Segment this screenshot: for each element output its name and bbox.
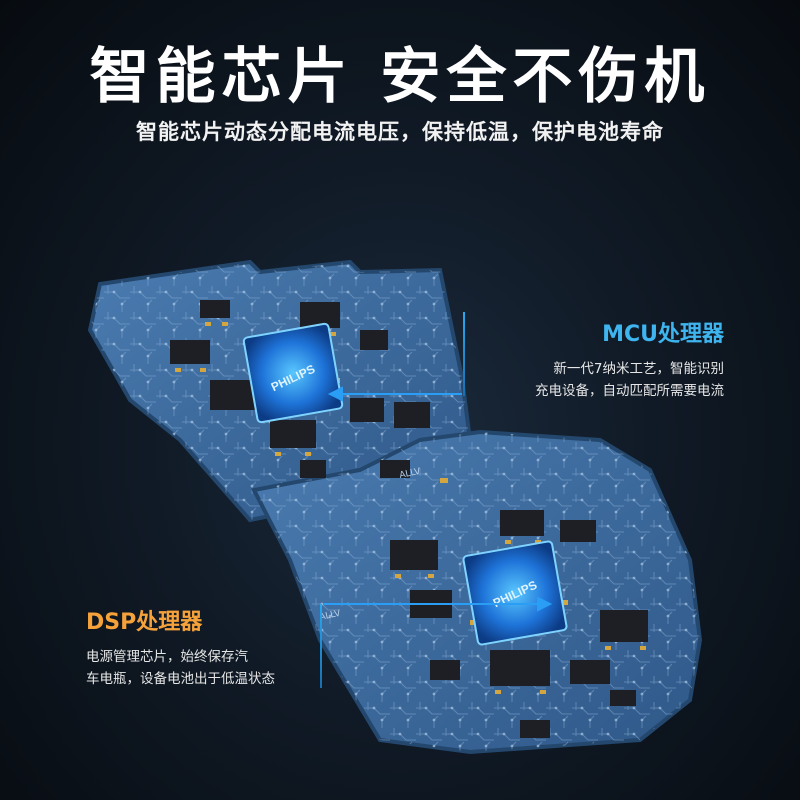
page-subtitle: 智能芯片动态分配电流电压，保持低温，保护电池寿命 — [136, 120, 664, 144]
dsp-pointer-arrow — [324, 596, 553, 612]
dsp-callout: DSP处理器 电源管理芯片，始终保存汽 车电瓶，设备电池出于低温状态 — [86, 604, 326, 690]
dsp-title: DSP处理器 — [86, 610, 203, 635]
mcu-callout: MCU处理器 新一代7纳米工艺，智能识别 充电设备，自动匹配所需要电流 — [0, 316, 724, 402]
mcu-desc-line1: 新一代7纳米工艺，智能识别 — [553, 361, 724, 377]
upper-chip: PHILIPS — [242, 322, 344, 424]
board-marking: ALLV — [399, 467, 423, 481]
dsp-desc-line2: 车电瓶，设备电池出于低温状态 — [86, 671, 275, 687]
mcu-callout-line — [463, 312, 465, 396]
mcu-pointer-arrow — [327, 386, 462, 402]
board-marking-2: ALLV — [319, 609, 343, 623]
dsp-callout-line — [320, 604, 322, 688]
lower-chip: PHILIPS — [462, 540, 568, 646]
dsp-desc-line1: 电源管理芯片，始终保存汽 — [86, 649, 248, 665]
page-title: 智能芯片 安全不伤机 — [89, 42, 711, 112]
components — [170, 300, 648, 738]
mcu-desc-line2: 充电设备，自动匹配所需要电流 — [535, 383, 724, 399]
mcu-title: MCU处理器 — [602, 322, 724, 347]
